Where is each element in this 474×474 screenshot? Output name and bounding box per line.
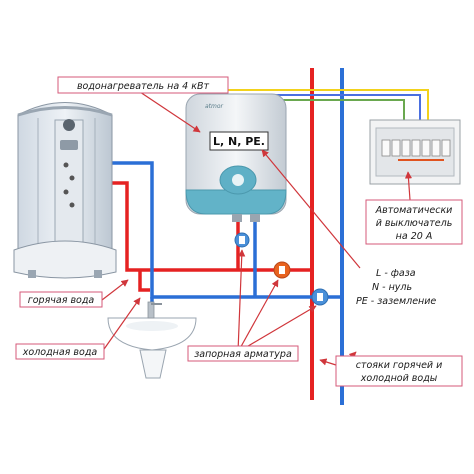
valve-hot (273, 261, 291, 279)
label-cold-water-text: холодная вода (22, 347, 98, 358)
label-heater-text: водонагреватель на 4 кВт (77, 81, 210, 92)
hot-pipe-shower (108, 181, 312, 272)
water-pipes (108, 161, 342, 305)
label-hot-water: горячая вода (19, 291, 103, 308)
heater-terminal-box: L, N, PE. (209, 131, 269, 151)
label-breaker-line2: й выключатель (376, 218, 453, 229)
breaker-panel-icon (369, 119, 461, 185)
label-risers-line1: стояки горячей и (356, 360, 443, 371)
valve-cold (311, 288, 329, 306)
hot-pipe-sink (138, 270, 150, 292)
legend-pe: PE - заземление (356, 296, 436, 307)
legend-n: N - нуль (372, 282, 412, 293)
wire-legend: L - фаза N - нуль PE - заземление (356, 268, 436, 307)
label-risers-line2: холодной воды (360, 373, 438, 384)
label-valves-text: запорная арматура (194, 349, 292, 360)
sink-icon (107, 301, 197, 379)
cold-pipe-shower (108, 161, 342, 299)
label-breaker: Автоматически й выключатель на 20 А (365, 199, 463, 245)
label-breaker-line1: Автоматически (375, 205, 453, 216)
shower-cabin-icon (13, 102, 117, 279)
water-heater-icon: atmor (185, 93, 287, 222)
valve-heater-cold (234, 232, 250, 248)
label-hot-water-text: горячая вода (28, 295, 95, 306)
label-heater: водонагреватель на 4 кВт (57, 76, 229, 94)
callout-arrows (101, 91, 413, 373)
label-risers: стояки горячей и холодной воды (335, 355, 463, 387)
label-breaker-line3: на 20 А (396, 231, 433, 242)
label-valves: запорная арматура (187, 345, 299, 362)
legend-l: L - фаза (376, 268, 416, 279)
risers (310, 68, 344, 405)
valve-icon (234, 232, 329, 306)
heater-terminal-label: L, N, PE. (213, 135, 265, 148)
label-cold-water: холодная вода (15, 343, 105, 360)
svg-text:atmor: atmor (205, 103, 224, 110)
